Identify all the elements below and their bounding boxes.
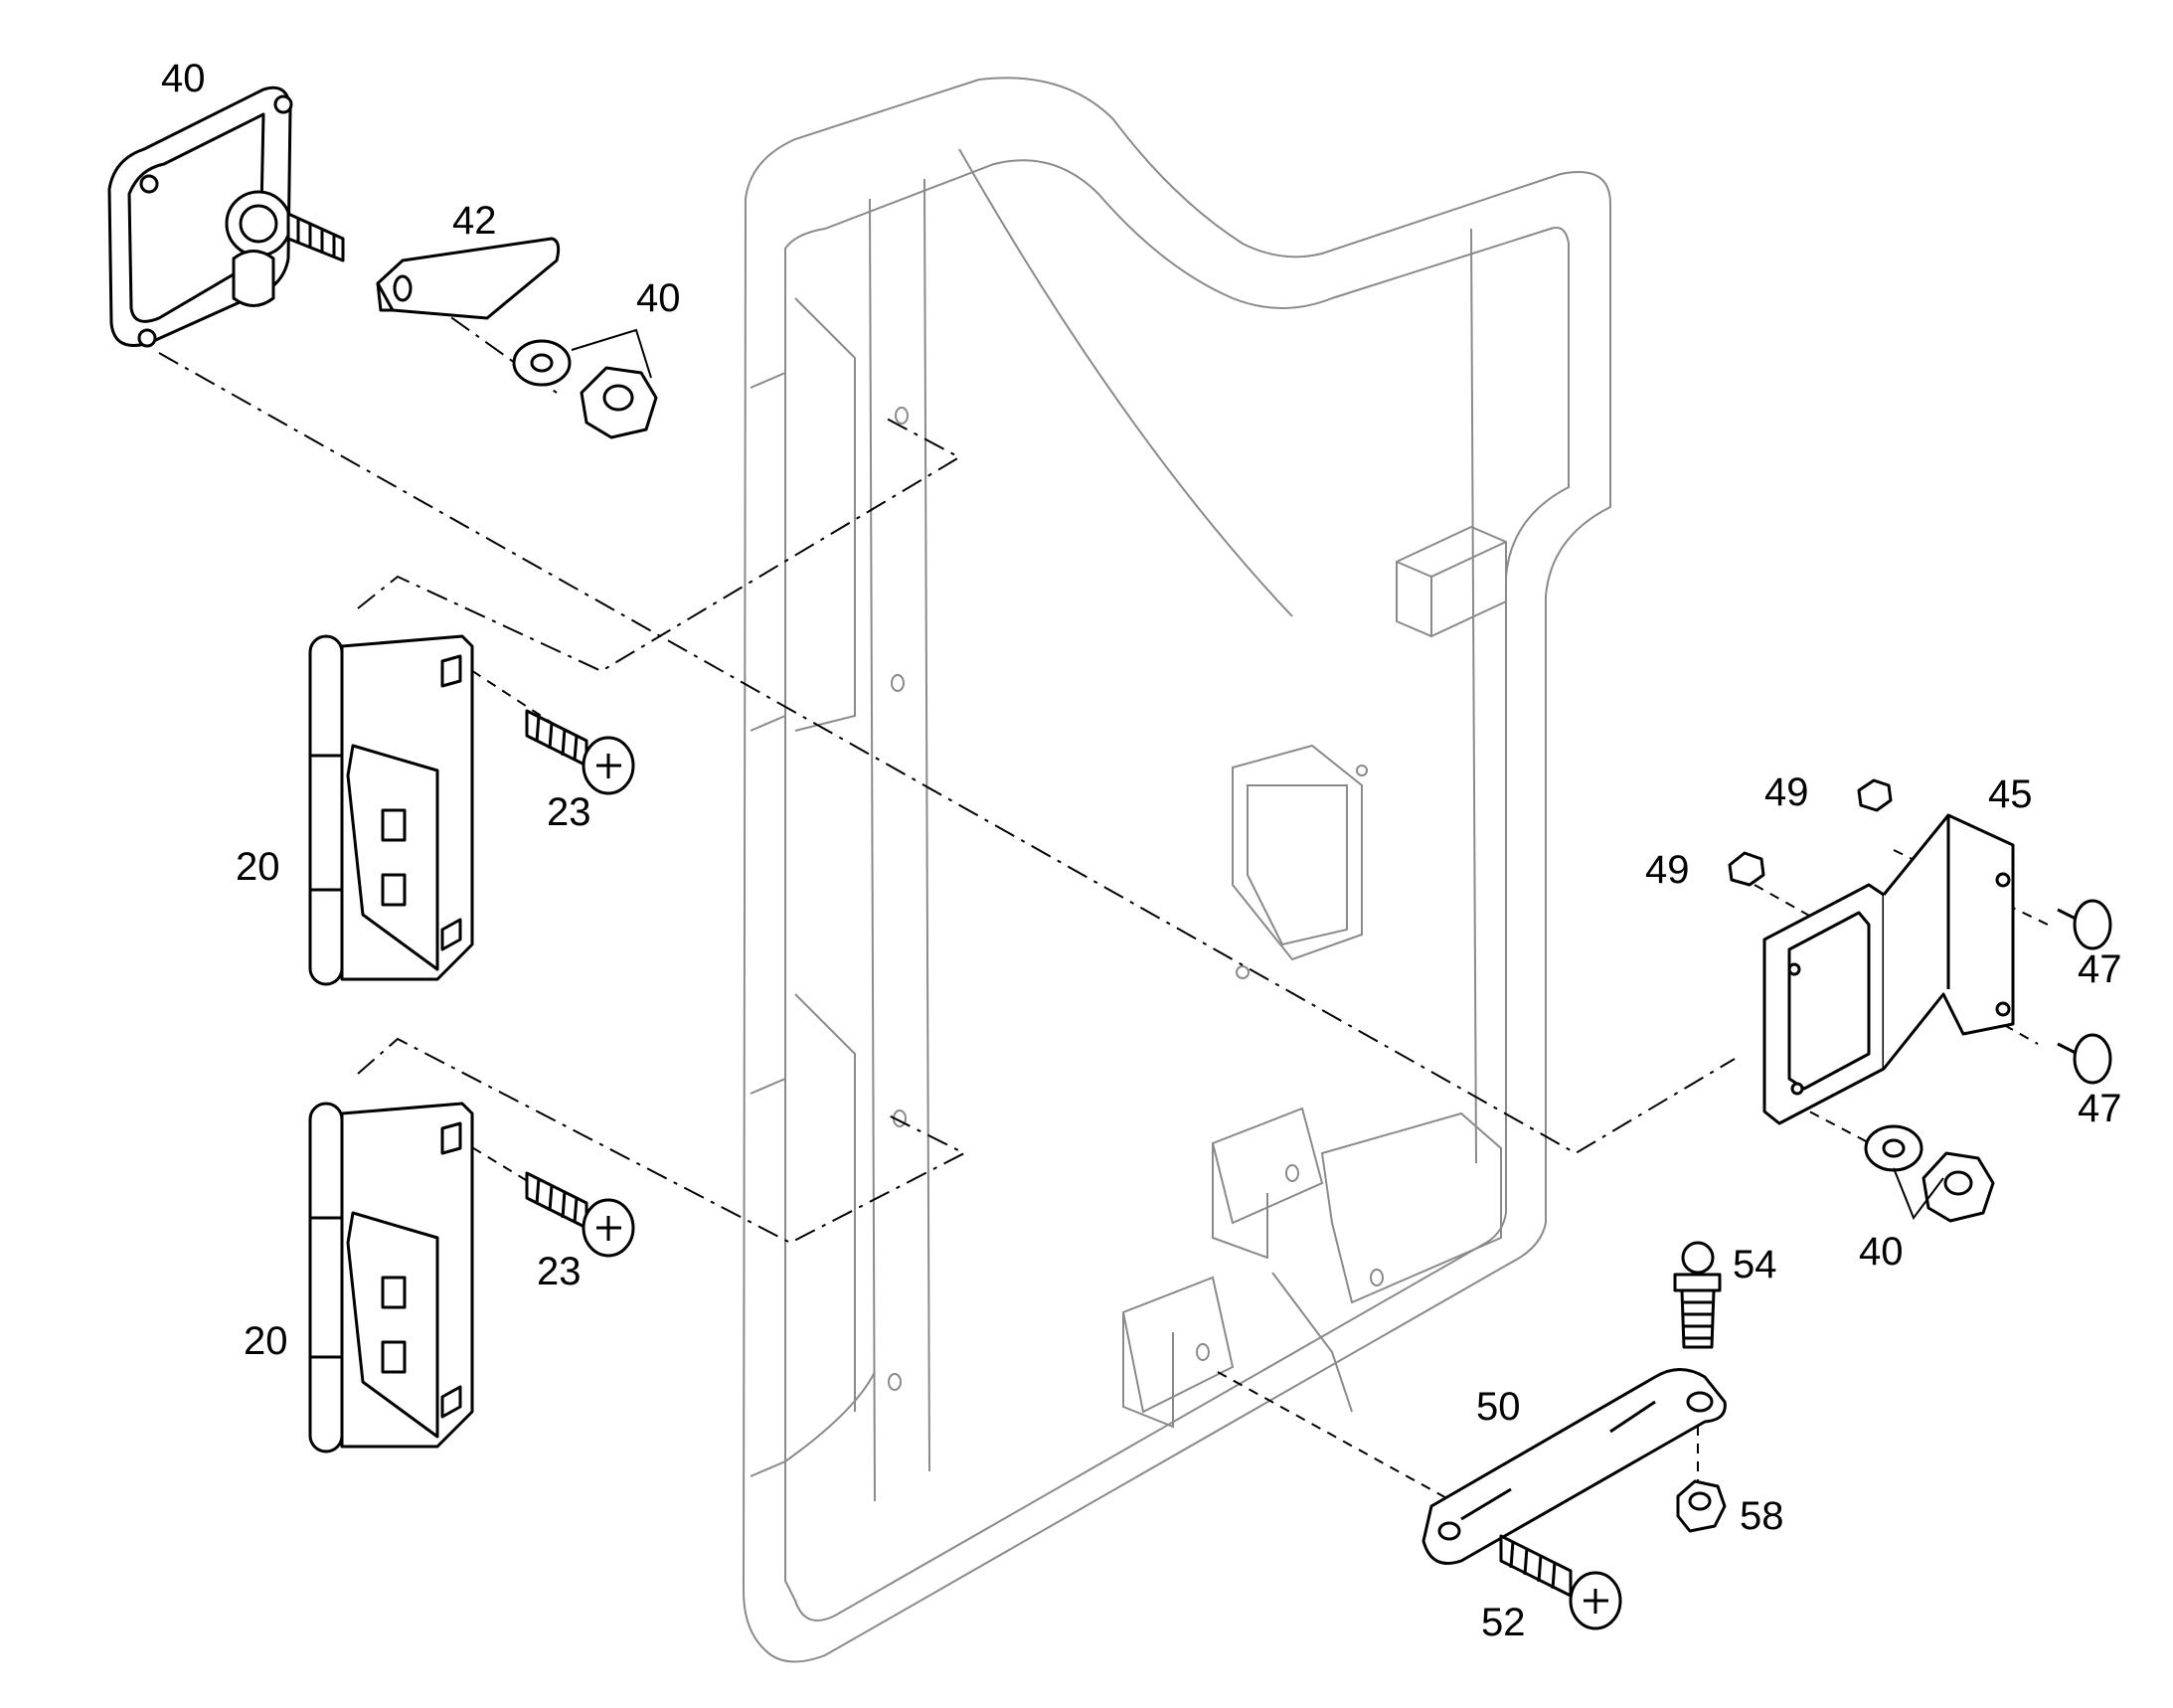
part-52-screw: [1499, 1534, 1622, 1630]
callout-20-lower: 20: [244, 1319, 288, 1363]
part-50-strap: [1421, 1368, 1727, 1565]
part-20-hinge-lower: [308, 1102, 474, 1453]
callout-49-upper: 49: [1764, 770, 1809, 814]
callout-54: 54: [1733, 1243, 1777, 1286]
callout-47-lower: 47: [2078, 1087, 2122, 1130]
part-40-washer-nut-top: [512, 328, 658, 439]
callout-52: 52: [1481, 1601, 1526, 1644]
callout-20-upper: 20: [236, 845, 280, 889]
callout-labels: 40 42 40 23 20 23 20 49 45 49 47 47 40 5…: [161, 57, 2122, 1644]
door-panel: [742, 77, 1611, 1663]
callout-40-housing: 40: [161, 57, 206, 100]
part-40-washer-nut-right: [1864, 1124, 1995, 1223]
callout-23-lower: 23: [537, 1250, 582, 1293]
part-42-bracket: [376, 237, 561, 320]
callout-58: 58: [1740, 1494, 1784, 1538]
callout-47-upper: 47: [2078, 947, 2122, 991]
callout-42: 42: [452, 199, 497, 243]
part-40-housing: [107, 85, 345, 348]
callout-49-lower: 49: [1645, 848, 1690, 892]
callout-45: 45: [1988, 772, 2033, 816]
callout-50: 50: [1476, 1385, 1521, 1429]
part-49-nuts: [1728, 778, 1893, 887]
part-20-hinge-upper: [308, 634, 474, 986]
part-47-knobs: [2057, 899, 2112, 1085]
part-54-ball-stud: [1673, 1241, 1722, 1349]
part-23-screw-upper: [525, 709, 635, 795]
part-23-screw-lower: [525, 1171, 635, 1258]
callout-23-upper: 23: [547, 790, 591, 834]
callout-40-washer-nut: 40: [636, 276, 681, 320]
part-45-mounting-frame: [1762, 813, 2015, 1125]
callout-40-right: 40: [1859, 1230, 1904, 1274]
part-58-nut: [1676, 1479, 1727, 1533]
